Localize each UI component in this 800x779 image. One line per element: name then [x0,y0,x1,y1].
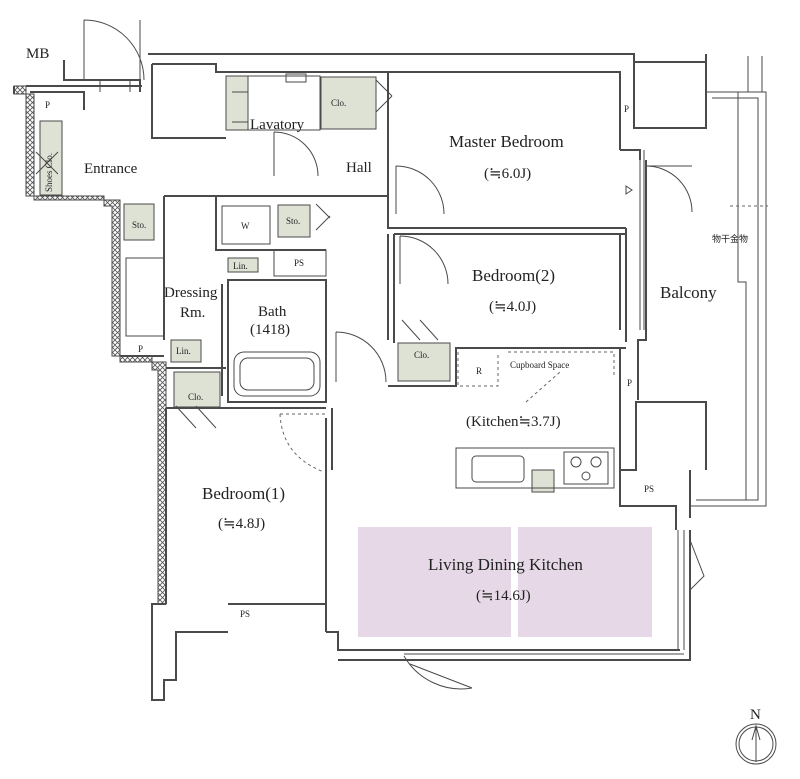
dressing-label: Dressing [164,285,218,301]
walls [13,53,707,701]
p-label-kitchen: P [627,378,632,388]
entrance-label: Entrance [84,161,138,177]
ldk-label: Living Dining Kitchen [428,555,583,574]
balcony-label: Balcony [660,283,717,302]
washer-label: W [241,221,250,231]
clo-label-bedroom1: Clo. [188,392,203,402]
hall-label: Hall [346,160,372,176]
master-bedroom-size: (≒6.0J) [484,166,531,182]
ps-label-bath: PS [294,258,304,268]
thin-lines [99,56,767,655]
sto-label-entrance: Sto. [132,220,146,230]
kitchen-size: (Kitchen≒3.7J) [466,414,561,430]
clo-label-bedroom2: Clo. [414,350,429,360]
ldk-size: (≒14.6J) [476,588,531,604]
bedroom2-size: (≒4.0J) [489,299,536,315]
hatched-wall [13,85,167,605]
ldk-floor-right [518,527,652,637]
door-swings [35,19,705,690]
dashed-lines [279,205,768,473]
bath-size: (1418) [250,322,290,338]
lin-label-bottom: Lin. [176,346,191,356]
p-label-entrance: P [45,100,50,110]
storage-fills [39,75,555,493]
sto-label-hall: Sto. [286,216,300,226]
p-label-master: P [624,104,629,114]
lin-label-top: Lin. [233,261,248,271]
ps-label-kitchen: PS [644,484,654,494]
dressing-rm-label: Rm. [180,305,205,321]
bedroom1-label: Bedroom(1) [202,484,285,503]
compass-icon [735,723,777,765]
north-label: N [750,707,761,723]
p-label-dressing: P [138,344,143,354]
shoes-clo-label: Shoes Clo. [44,153,54,192]
bath-label: Bath [258,304,287,320]
lavatory-label: Lavatory [250,117,305,133]
mb-label: MB [26,46,49,62]
ps-label-bedroom1: PS [240,609,250,619]
clo-label-hall: Clo. [331,98,346,108]
bedroom1-size: (≒4.8J) [218,516,265,532]
ldk-floor-left [358,527,511,637]
hoshi-kanamono-label: 物干金物 [712,233,748,244]
cupboard-space-label: Cupboard Space [510,360,569,370]
bedroom2-label: Bedroom(2) [472,266,555,285]
master-bedroom-label: Master Bedroom [449,132,564,151]
fridge-label: R [476,366,482,376]
